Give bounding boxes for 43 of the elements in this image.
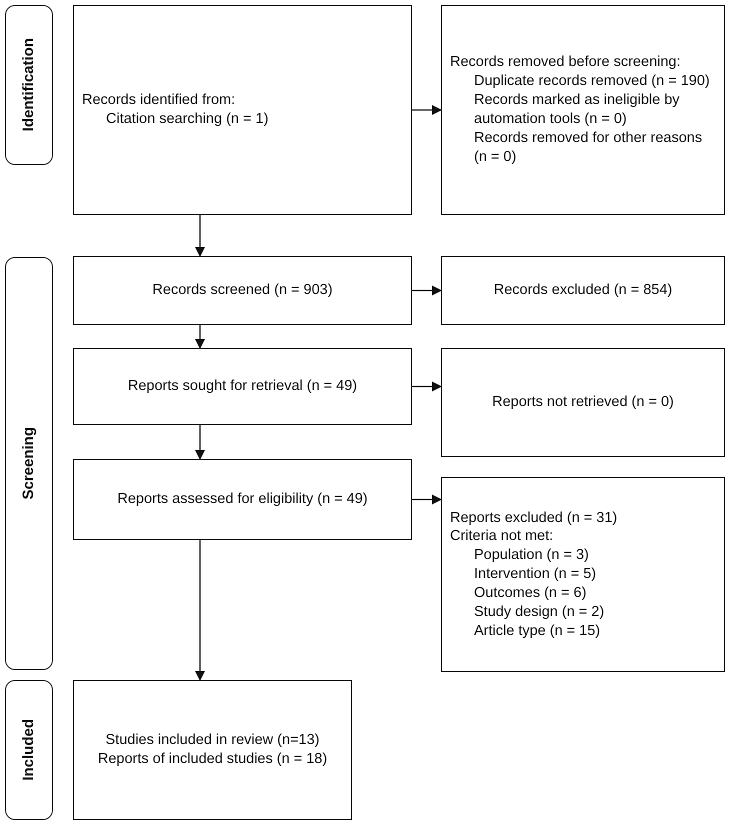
box-heading: Records screened (n = 903) [152,281,333,300]
box-text: Duplicate records removed (n = 190) [473,72,711,92]
box-text: Records removed for other reasons (n = 0) [473,128,704,167]
arrow [412,105,442,115]
box-heading: Reports excluded (n = 31) [450,508,618,528]
box-text: Population (n = 3) [473,546,590,566]
stage-label: Included [19,719,38,781]
box-text: Intervention (n = 5) [473,565,598,584]
box-text: Reports of included studies (n = 18) [98,750,328,769]
box-heading: Reports not retrieved (n = 0) [492,393,674,412]
box-heading: Records removed before screening: [450,53,682,72]
stage-label: Identification [19,38,38,132]
box-text: Records marked as ineligible by automation tools (n = 0) [473,91,681,129]
arrow [195,325,205,349]
box-text: Study design (n = 2) [473,602,606,622]
box-heading: Records identified from: [82,91,236,110]
arrow [412,286,442,296]
process-box [73,459,412,540]
stage-label: Screening [19,427,38,500]
process-box [73,256,412,325]
text-box [441,5,725,215]
arrow [195,425,205,460]
process-box [73,680,352,820]
box-heading: Reports sought for retrieval (n = 49) [128,377,358,396]
box-text: Criteria not met: [450,527,554,546]
arrow [195,215,205,257]
stage-label-band [5,5,53,165]
arrow [412,382,442,392]
stage-label-band [5,257,53,670]
box-heading: Studies included in review (n=13) [106,731,320,750]
process-box [73,348,412,425]
stage-label-band [5,680,53,820]
box-text: Article type (n = 15) [473,622,602,640]
box-text: Outcomes (n = 6) [473,584,588,603]
box-heading: Reports assessed for eligibility (n = 49) [117,490,368,509]
process-box [441,348,725,457]
text-box [441,477,725,672]
arrow [412,494,442,504]
box-heading: Records excluded (n = 854) [494,281,672,300]
process-box [441,256,725,325]
box-text: Citation searching (n = 1) [105,110,270,129]
arrow [195,540,205,681]
text-box [73,5,412,215]
